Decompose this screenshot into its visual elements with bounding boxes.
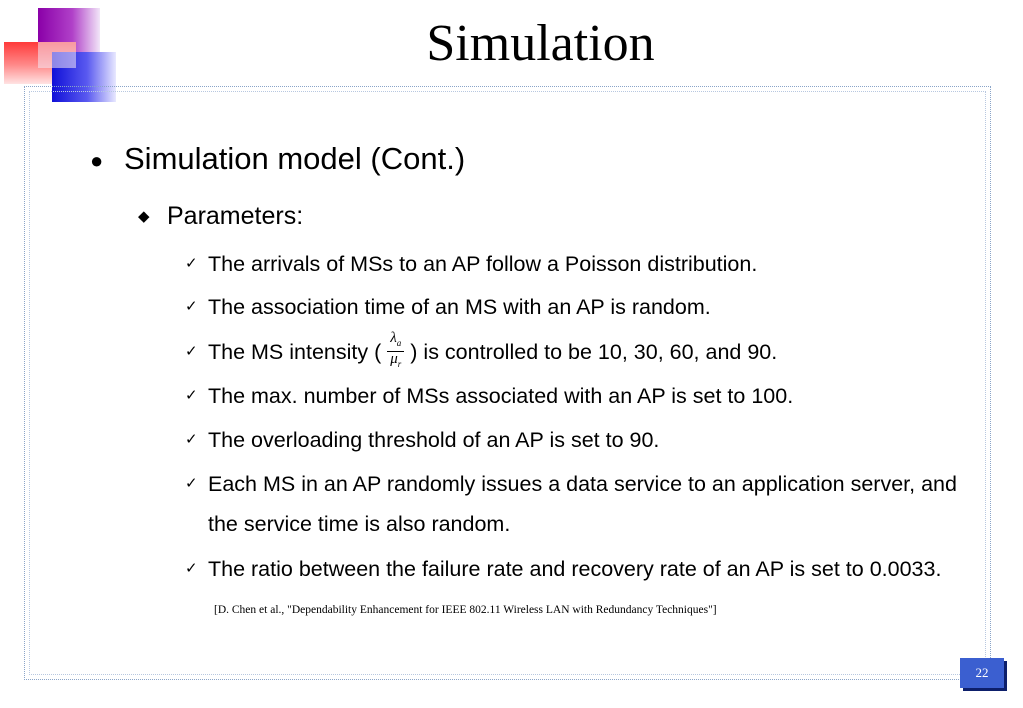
check-icon: ✓ xyxy=(185,298,198,315)
check-icon: ✓ xyxy=(185,387,198,404)
sub-bullet-text: Parameters: xyxy=(167,202,304,230)
check-icon: ✓ xyxy=(185,475,198,492)
list-item-text: The arrivals of MSs to an AP follow a Po… xyxy=(208,252,758,276)
check-icon: ✓ xyxy=(185,343,198,360)
bullet-level-2: ◆ Parameters: xyxy=(138,200,303,233)
intensity-prefix: The MS intensity ( xyxy=(208,340,382,364)
logo-highlight xyxy=(38,42,76,68)
check-icon: ✓ xyxy=(185,560,198,577)
diamond-bullet-icon: ◆ xyxy=(138,208,150,226)
round-bullet-icon: ● xyxy=(90,147,104,173)
decorative-logo xyxy=(0,0,130,110)
list-item-text: Each MS in an AP randomly issues a data … xyxy=(208,472,957,536)
citation: [D. Chen et al., "Dependability Enhancem… xyxy=(214,604,717,616)
ratio-text: The ratio between the failure rate and r… xyxy=(208,557,942,581)
page-number-badge: 22 xyxy=(960,658,1004,688)
slide-title: Simulation xyxy=(426,15,655,72)
list-item-text: The overloading threshold of an AP is se… xyxy=(208,428,660,452)
fraction-denominator: μr xyxy=(390,350,402,369)
bullet-level-1: ● Simulation model (Cont.) xyxy=(90,139,465,181)
check-icon: ✓ xyxy=(185,255,198,272)
list-item-text: The association time of an MS with an AP… xyxy=(208,295,711,319)
check-icon: ✓ xyxy=(185,431,198,448)
bullet-text: Simulation model (Cont.) xyxy=(124,141,466,176)
fraction-numerator: λa xyxy=(387,330,405,352)
content-frame-inner xyxy=(29,91,986,675)
list-item-text: The max. number of MSs associated with a… xyxy=(208,384,794,408)
content-frame-outer xyxy=(24,86,991,680)
list-item-text: The ratio between the failure rate and r… xyxy=(208,549,968,630)
intensity-suffix: ) is controlled to be 10, 30, 60, and 90… xyxy=(410,340,778,364)
